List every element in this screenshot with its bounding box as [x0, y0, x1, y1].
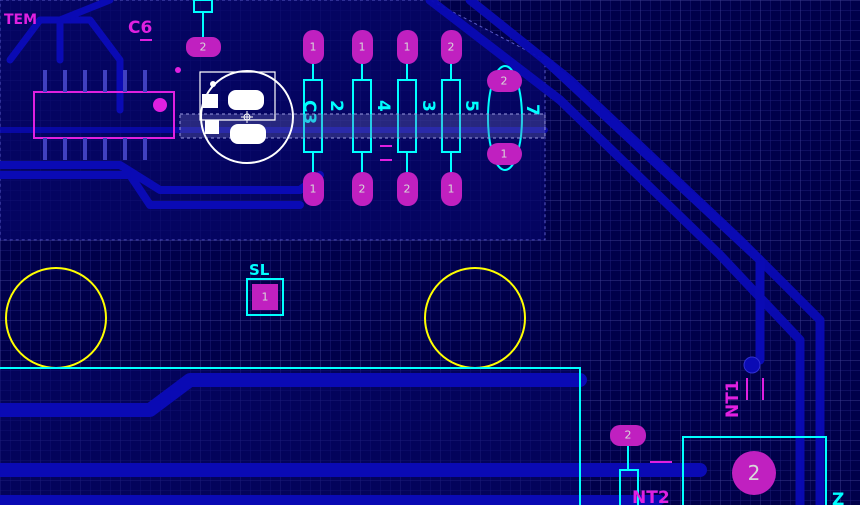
board-region-outline — [0, 367, 581, 505]
pad-number: 1 — [310, 183, 317, 196]
crosshair-icon — [241, 111, 253, 123]
label-v2: 2 — [326, 100, 346, 112]
trace-upper-2 — [0, 171, 304, 209]
label-top-left: TEM — [4, 12, 37, 28]
v7-top-pad[interactable]: 2 — [487, 70, 522, 92]
v4-top-pad[interactable]: 1 — [397, 30, 418, 64]
label-z: Z — [832, 490, 844, 505]
pad-number: 1 — [310, 41, 317, 54]
selection-marker[interactable] — [199, 70, 294, 164]
label-v5: 5 — [461, 100, 481, 112]
label-c3: C3 — [299, 100, 319, 124]
connector-outline-right — [682, 436, 827, 505]
pad-number: 1 — [359, 41, 366, 54]
designators-rotated: C3 2 4 3 5 7 — [299, 100, 542, 124]
c3-bottom-pad[interactable]: 1 — [303, 172, 324, 206]
pad-number: 1 — [501, 148, 508, 161]
nt2-pad[interactable]: 2 — [610, 425, 646, 446]
label-v7: 7 — [522, 104, 542, 116]
pad-number: 1 — [448, 183, 455, 196]
c6-pad-number: 2 — [200, 41, 207, 54]
nt2-body — [619, 469, 639, 505]
pad-number: 2 — [501, 75, 508, 88]
v7-body — [487, 65, 523, 171]
connector-pins — [43, 70, 147, 160]
pad-number: 2 — [404, 183, 411, 196]
v3-top-pad[interactable]: 2 — [441, 30, 462, 64]
trace-upper-4 — [56, 0, 114, 64]
sl-outline — [246, 278, 284, 316]
v7-bottom-pad[interactable]: 1 — [487, 143, 522, 165]
label-v3: 3 — [418, 100, 438, 112]
pad-number: 2 — [748, 461, 761, 485]
copper-traces[interactable] — [0, 0, 825, 505]
via-small[interactable] — [175, 67, 181, 73]
v3-bottom-pad[interactable]: 1 — [441, 172, 462, 206]
pad-number: 2 — [359, 183, 366, 196]
c6-pad[interactable]: 2 — [186, 37, 221, 57]
label-v4: 4 — [373, 100, 393, 112]
pad-number: 2 — [625, 429, 632, 442]
pad-number: 1 — [262, 291, 269, 304]
trace-diagonal-3 — [540, 55, 765, 365]
big-pad[interactable]: 2 — [732, 451, 776, 495]
component-bodies[interactable] — [303, 62, 523, 174]
connector-pin1-dot — [153, 98, 167, 112]
v4-bottom-pad[interactable]: 2 — [397, 172, 418, 206]
label-c6: C6 — [128, 18, 152, 38]
trace-upper-3 — [6, 16, 124, 114]
sl-pad[interactable]: 1 — [252, 284, 278, 310]
label-sl: SL — [249, 261, 270, 279]
v2-bottom-pad[interactable]: 2 — [352, 172, 373, 206]
label-nt1: NT1 — [723, 380, 743, 418]
trace-diagonal-1 — [425, 0, 805, 505]
trace-horizontal-1 — [0, 373, 587, 417]
nt1-via[interactable] — [743, 356, 761, 374]
pad-number: 2 — [448, 41, 455, 54]
c3-top-pad[interactable]: 1 — [303, 30, 324, 64]
pad-number: 1 — [404, 41, 411, 54]
label-nt2: NT2 — [632, 488, 670, 505]
v2-top-pad[interactable]: 1 — [352, 30, 373, 64]
copper-pour-lower[interactable] — [0, 370, 580, 505]
